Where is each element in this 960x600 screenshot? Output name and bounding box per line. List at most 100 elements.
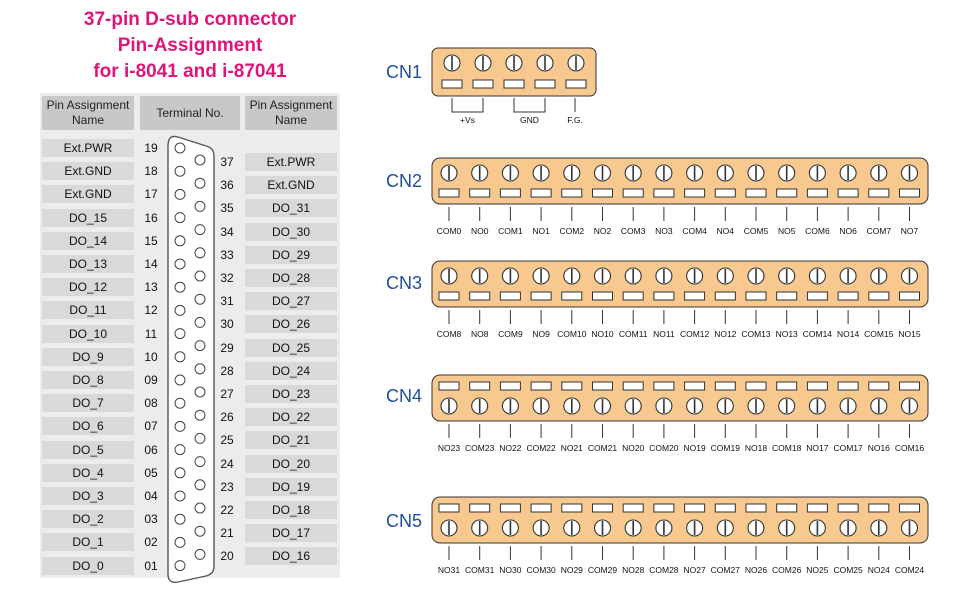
terminal-slot xyxy=(684,503,706,513)
terminal-slot xyxy=(592,188,613,198)
left-pin-number: 04 xyxy=(144,489,158,503)
left-pin-number: 12 xyxy=(144,303,158,318)
terminal-label: COM15 xyxy=(864,329,894,339)
dsub-pin-hole xyxy=(174,397,186,409)
terminal-slot xyxy=(776,188,798,198)
terminal-slot xyxy=(837,188,859,198)
terminal-slot xyxy=(499,291,521,301)
terminal-slot xyxy=(745,188,767,198)
dsub-pin-hole xyxy=(194,363,206,375)
dsub-pin-hole xyxy=(174,281,186,293)
terminal-slot xyxy=(592,503,613,513)
left-pin-name: DO_0 xyxy=(42,556,134,575)
dsub-pin-hole xyxy=(174,420,186,432)
terminal-slot xyxy=(592,291,613,301)
right-pin-number: 23 xyxy=(220,479,234,494)
terminal-slot xyxy=(837,503,859,513)
terminal-slot xyxy=(776,381,798,391)
dsub-pin-hole xyxy=(194,200,206,212)
terminal-label: COM18 xyxy=(772,443,802,453)
left-pin-number: 07 xyxy=(144,419,158,434)
terminal-slot xyxy=(899,291,920,301)
terminal-label: NO23 xyxy=(438,443,460,453)
right-pin-number: 24 xyxy=(220,456,234,471)
right-pin-name: DO_28 xyxy=(245,269,337,287)
terminal-slot xyxy=(622,291,644,301)
right-pin-number: 25 xyxy=(220,433,234,448)
dsub-pin-hole xyxy=(174,467,186,479)
terminal-label: NO18 xyxy=(745,443,767,453)
dsub-pin-hole xyxy=(174,165,186,177)
dsub-pin-hole xyxy=(194,340,206,352)
terminal-label: NO21 xyxy=(561,443,583,453)
dsub-pin-hole xyxy=(194,456,206,468)
left-pin-number: 08 xyxy=(144,396,158,411)
terminal-label: COM31 xyxy=(465,565,495,575)
left-pin-number: 15 xyxy=(144,233,158,248)
terminal-slot xyxy=(622,381,644,391)
right-pin-number: 21 xyxy=(220,526,234,541)
terminal-label: NO12 xyxy=(714,329,736,339)
right-pin-name: DO_31 xyxy=(245,199,337,218)
right-pin-number: 20 xyxy=(220,549,234,564)
pin-bracket xyxy=(451,98,484,113)
terminal-label: F.G. xyxy=(567,115,583,125)
terminal-slot xyxy=(868,503,890,513)
terminal-label: NO13 xyxy=(776,329,798,339)
terminal-slot xyxy=(469,381,491,391)
terminal-label: NO20 xyxy=(622,443,644,453)
terminal-label: NO30 xyxy=(499,565,521,575)
terminal-label: COM3 xyxy=(621,226,646,236)
dsub-pin-hole xyxy=(174,235,186,247)
right-pin-number: 37 xyxy=(220,155,234,169)
terminal-slot xyxy=(622,503,644,513)
terminal-label: COM26 xyxy=(772,565,802,575)
left-pin-name: DO_2 xyxy=(42,510,134,529)
right-pin-name: DO_26 xyxy=(245,315,337,334)
terminal-slot xyxy=(899,188,920,198)
terminal-slot xyxy=(806,291,828,301)
left-pin-name: DO_5 xyxy=(42,440,134,459)
left-pin-name: DO_8 xyxy=(42,371,134,389)
terminal-slot xyxy=(622,188,644,198)
dsub-pin-hole xyxy=(174,536,186,548)
right-pin-name: DO_19 xyxy=(245,477,337,496)
terminal-slot xyxy=(745,503,767,513)
terminal-label: NO2 xyxy=(594,226,612,236)
terminal-block-body xyxy=(431,157,929,205)
left-pin-name: DO_4 xyxy=(42,463,134,482)
right-pin-number: 35 xyxy=(220,201,234,216)
terminal-label: NO14 xyxy=(837,329,859,339)
dsub-pin-hole xyxy=(194,386,206,398)
terminal-label: COM14 xyxy=(803,329,833,339)
left-pin-number: 02 xyxy=(144,535,158,550)
terminal-slot xyxy=(837,291,859,301)
terminal-label: NO26 xyxy=(745,565,767,575)
right-pin-number: 36 xyxy=(220,178,234,193)
terminal-label: NO27 xyxy=(683,565,705,575)
terminal-label: COM2 xyxy=(560,226,585,236)
left-pin-name: Ext.GND xyxy=(42,185,134,204)
right-pin-name: Ext.GND xyxy=(245,176,337,195)
dsub-pin-hole xyxy=(194,479,206,491)
title-line-1: 37-pin D-sub connector xyxy=(83,9,297,30)
terminal-label: COM0 xyxy=(437,226,462,236)
terminal-label: NO0 xyxy=(471,226,489,236)
terminal-label: COM4 xyxy=(682,226,707,236)
terminal-label: NO28 xyxy=(622,565,644,575)
terminal-label: COM16 xyxy=(895,443,925,453)
right-pin-name: DO_20 xyxy=(245,454,337,473)
right-pin-name: DO_22 xyxy=(245,408,337,427)
terminal-label: COM5 xyxy=(744,226,769,236)
terminal-slot xyxy=(714,503,736,513)
left-pin-number: 01 xyxy=(144,558,158,573)
left-pin-name: DO_11 xyxy=(42,301,134,320)
connector-label: CN4 xyxy=(386,386,423,406)
terminal-label: NO29 xyxy=(561,565,583,575)
title-line-3: for i-8041 and i-87041 xyxy=(93,61,287,82)
right-pin-number: 26 xyxy=(220,410,234,425)
left-pin-name: DO_14 xyxy=(42,231,134,250)
terminal-slot xyxy=(776,291,798,301)
dsub-pin-hole xyxy=(174,374,186,386)
